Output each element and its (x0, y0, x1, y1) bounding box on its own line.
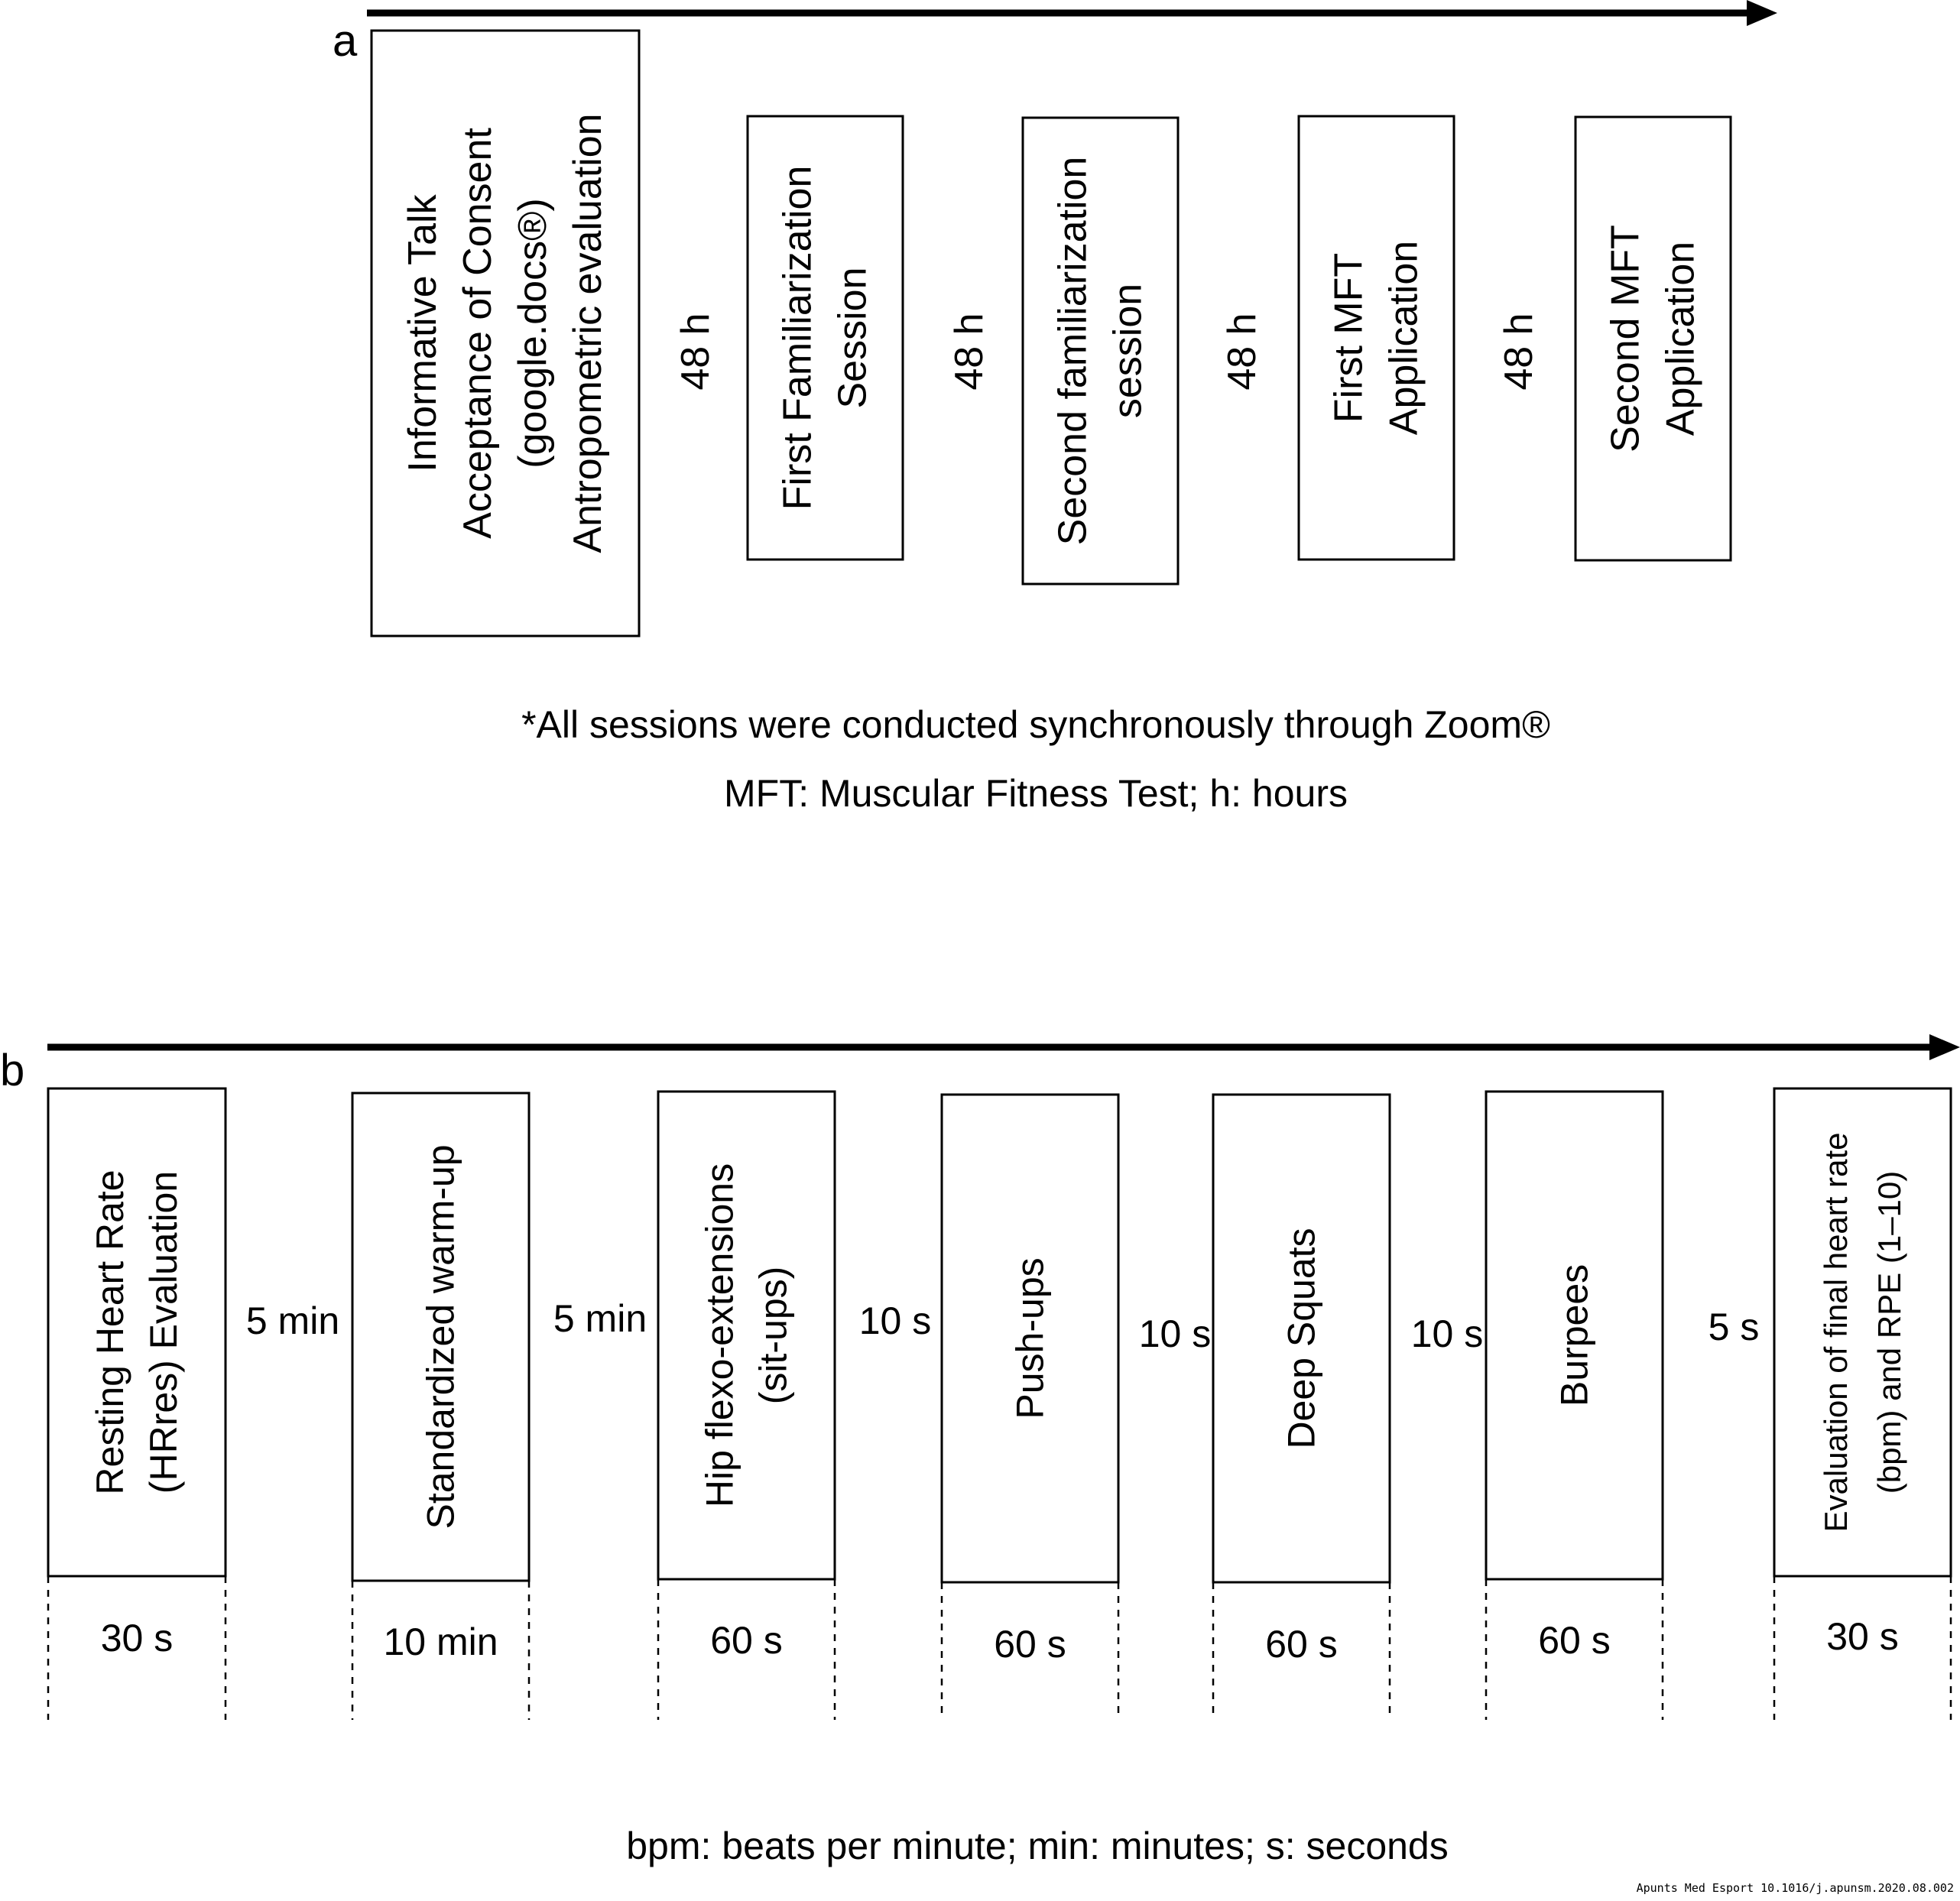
panel-a-label: a (333, 16, 358, 66)
panel-a-interval-label: 48 h (1220, 313, 1264, 390)
panel-b-step-box (1485, 1090, 1664, 1581)
panel-b-step-box (940, 1093, 1120, 1584)
panel-b-step-duration: 10 min (383, 1620, 498, 1663)
panel-a-step-text: Application (1659, 242, 1703, 436)
panel-a-step-text: (google.docs®) (511, 198, 555, 468)
panel-b-step-duration: 30 s (101, 1617, 174, 1659)
panel-b-interval-label: 10 s (1411, 1312, 1484, 1355)
panel-a-step-box (746, 115, 904, 561)
panel-b-step-text: Burpees (1553, 1264, 1596, 1406)
panel-b-step-6: Burpees 60 s (1485, 1090, 1664, 1720)
panel-b-interval-label: 5 min (246, 1299, 339, 1342)
panel-a-step-box (1297, 115, 1455, 561)
panel-a-note-zoom: *All sessions were conducted synchronous… (521, 703, 1550, 746)
panel-b-interval-label: 5 s (1709, 1306, 1760, 1348)
panel-a-arrowhead (1747, 0, 1777, 26)
panel-b-step-2: Standardized warm-up 10 min (351, 1092, 531, 1720)
panel-a-step-box (370, 29, 641, 637)
panel-b-step-duration: 60 s (710, 1619, 783, 1662)
panel-b-label: b (0, 1046, 24, 1095)
panel-b-step-box (351, 1092, 531, 1582)
panel-a-interval-label: 48 h (1497, 313, 1541, 390)
panel-b-step-text: Evaluation of final heart rate (1818, 1133, 1854, 1533)
panel-a-step-text: Second MFT (1604, 225, 1648, 453)
panel-b-step-box (47, 1087, 227, 1578)
panel-a-step-text: First MFT (1327, 253, 1371, 423)
panel-a-step-box (1574, 115, 1732, 562)
panel-b-step-text: (sit-ups) (752, 1267, 795, 1405)
panel-b-step-duration: 60 s (1265, 1623, 1338, 1666)
panel-a-step-text: First Familiarization (776, 166, 820, 511)
panel-b-step-text: Hip flexo-extensions (699, 1163, 741, 1507)
panel-a-interval-label: 48 h (673, 313, 718, 390)
panel-b-step-text: Standardized warm-up (420, 1144, 462, 1529)
panel-a-step-text: session (1106, 284, 1150, 418)
panel-b-step-text: (HRres) Evaluation (142, 1171, 185, 1494)
panel-a-interval-label: 48 h (947, 313, 991, 390)
panel-a-step-text: Session (831, 268, 875, 409)
panel-b-step-3: Hip flexo-extensions (sit-ups) 60 s (657, 1090, 836, 1720)
panel-b-step-text: (bpm) and RPE (1–10) (1871, 1171, 1907, 1494)
panel-a-step-text: Application (1382, 241, 1426, 435)
panel-b-step-5: Deep Squats 60 s (1212, 1093, 1391, 1720)
panel-a-step-text: Antropometric evaluation (566, 113, 610, 553)
panel-b-step-box (657, 1090, 836, 1581)
panel-a-step-text: Second familiarization (1051, 157, 1095, 546)
panel-a-step-text: Informative Talk (401, 193, 445, 472)
panel-b-interval-label: 5 min (553, 1297, 647, 1340)
panel-b-interval-label: 10 s (1139, 1312, 1212, 1355)
panel-b-step-text: Deep Squats (1280, 1228, 1323, 1448)
panel-b-step-4: Push-ups 60 s (940, 1093, 1120, 1720)
panel-b-step-1: Resting Heart Rate (HRres) Evaluation 30 s (47, 1087, 227, 1720)
panel-b-arrowhead (1929, 1034, 1960, 1060)
panel-a-step-text: Acceptance of Consent (456, 128, 500, 539)
panel-b-step-box (1773, 1087, 1952, 1578)
panel-b-step-text: Push-ups (1009, 1257, 1052, 1419)
panel-b-step-7: Evaluation of final heart rate (bpm) and … (1773, 1087, 1952, 1720)
panel-b-note-abbrev: bpm: beats per minute; min: minutes; s: … (626, 1825, 1449, 1867)
credit-line: Apunts Med Esport 10.1016/j.apunsm.2020.… (1637, 1881, 1954, 1895)
panel-b-step-box (1212, 1093, 1391, 1584)
panel-a-step-box (1021, 116, 1180, 586)
panel-b-step-duration: 30 s (1826, 1615, 1899, 1658)
panel-b-step-text: Resting Heart Rate (89, 1169, 131, 1494)
panel-a-note-abbrev: MFT: Muscular Fitness Test; h: hours (724, 772, 1348, 815)
panel-b: b Resting Heart Rate (HRres) Evaluation 30… (0, 1034, 1960, 1867)
panel-b-step-duration: 60 s (994, 1623, 1066, 1666)
panel-b-step-duration: 60 s (1538, 1619, 1611, 1662)
panel-b-interval-label: 10 s (859, 1299, 932, 1342)
